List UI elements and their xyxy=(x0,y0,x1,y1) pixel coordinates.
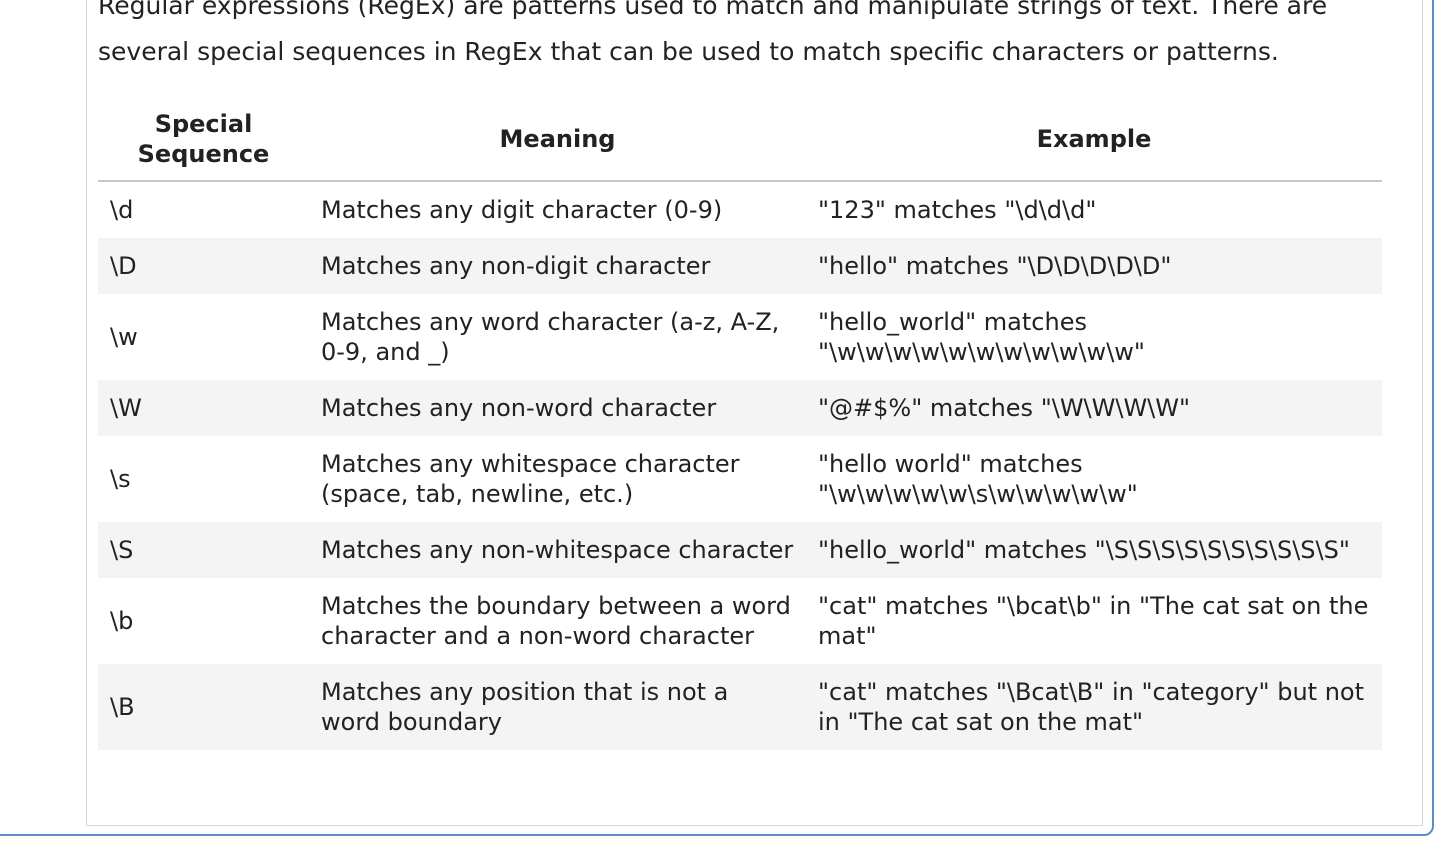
example-cell: "hello" matches "\D\D\D\D\D" xyxy=(806,238,1382,294)
intro-paragraph: Regular expressions (RegEx) are patterns… xyxy=(98,0,1388,75)
table-row: \d Matches any digit character (0-9) "12… xyxy=(98,181,1382,238)
sequence-cell: \w xyxy=(110,323,138,351)
example-cell: "cat" matches "\bcat\b" in "The cat sat … xyxy=(818,592,1369,650)
table-row: \b Matches the boundary between a word c… xyxy=(98,578,1382,664)
sequence-cell: \d xyxy=(110,196,134,224)
meaning-cell: Matches any non-digit character xyxy=(309,238,806,294)
sequence-cell: \S xyxy=(98,522,309,578)
sequence-cell: \D xyxy=(98,238,309,294)
meaning-cell: Matches any non-word character xyxy=(309,380,806,436)
table-header-row: Special Sequence Meaning Example xyxy=(98,97,1382,182)
table-row: \W Matches any non-word character "@#$%"… xyxy=(98,380,1382,436)
sequence-cell: \W xyxy=(98,380,309,436)
intro-line-1: Regular expressions (RegEx) are patterns… xyxy=(98,0,1328,20)
example-cell: "hello_world" matches "\S\S\S\S\S\S\S\S\… xyxy=(806,522,1382,578)
example-cell: "hello_world" matches "\w\w\w\w\w\w\w\w\… xyxy=(818,308,1145,366)
special-sequence-table: Special Sequence Meaning Example \d Matc… xyxy=(98,97,1382,750)
table-row: \w Matches any word character (a-z, A-Z,… xyxy=(98,294,1382,380)
sequence-cell: \b xyxy=(110,607,134,635)
sequence-cell: \B xyxy=(98,664,309,750)
meaning-cell: Matches any non-whitespace character xyxy=(309,522,806,578)
meaning-cell: Matches any word character (a-z, A-Z, 0-… xyxy=(321,308,780,366)
meaning-cell: Matches the boundary between a word char… xyxy=(321,592,791,650)
example-cell: "@#$%" matches "\W\W\W\W" xyxy=(806,380,1382,436)
table-row: \S Matches any non-whitespace character … xyxy=(98,522,1382,578)
table-row: \D Matches any non-digit character "hell… xyxy=(98,238,1382,294)
intro-line-2: several special sequences in RegEx that … xyxy=(98,37,1279,66)
example-cell: "cat" matches "\Bcat\B" in "category" bu… xyxy=(806,664,1382,750)
example-cell: "123" matches "\d\d\d" xyxy=(818,196,1097,224)
table-row: \B Matches any position that is not a wo… xyxy=(98,664,1382,750)
sequence-cell: \s xyxy=(110,465,131,493)
header-example: Example xyxy=(806,97,1382,182)
meaning-cell: Matches any whitespace character (space,… xyxy=(321,450,740,508)
meaning-cell: Matches any position that is not a word … xyxy=(309,664,806,750)
example-cell: "hello world" matches "\w\w\w\w\w\s\w\w\… xyxy=(818,450,1138,508)
table-row: \s Matches any whitespace character (spa… xyxy=(98,436,1382,522)
meaning-cell: Matches any digit character (0-9) xyxy=(321,196,723,224)
header-meaning: Meaning xyxy=(309,97,806,182)
header-special-sequence: Special Sequence xyxy=(98,97,309,182)
